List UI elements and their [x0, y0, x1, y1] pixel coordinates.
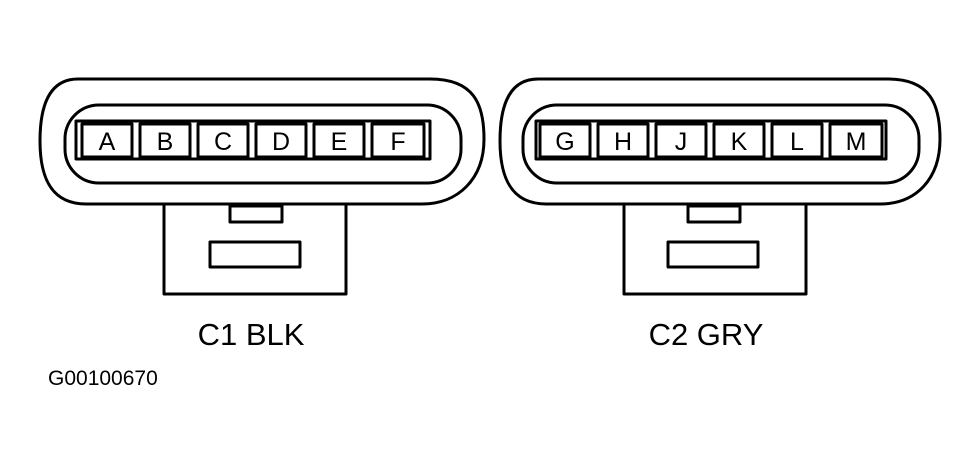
pin-label-f: F	[390, 128, 405, 156]
connector-c2-latch-tab	[686, 204, 742, 224]
pin-cell	[370, 122, 426, 159]
pin-cell	[80, 122, 134, 159]
pin-cell	[254, 122, 308, 159]
connector-c1-latch-housing	[162, 205, 348, 296]
pin-cell	[138, 122, 192, 159]
connector-c2-outer-shell	[498, 77, 942, 206]
pin-cell	[196, 122, 250, 159]
pin-label-e: E	[331, 128, 348, 156]
connector-c2	[498, 77, 942, 296]
connector-c1-outer-shell	[38, 77, 486, 206]
pin-label-j: J	[675, 128, 688, 156]
pin-cell	[712, 122, 766, 159]
connector-c1	[38, 77, 486, 296]
pin-label-l: L	[790, 128, 804, 156]
connector-c1-label: C1 BLK	[198, 317, 305, 352]
pin-label-g: G	[555, 128, 574, 156]
connector-c1-inner-rim	[63, 103, 463, 185]
connector-c2-inner-rim	[521, 103, 921, 185]
connector-c1-pin-strip	[74, 119, 432, 161]
pin-label-a: A	[99, 128, 116, 156]
pin-label-d: D	[272, 128, 290, 156]
connector-c1-latch-slot	[208, 240, 302, 269]
connector-c1-latch-tab	[228, 204, 284, 224]
connector-c2-latch-housing	[622, 205, 808, 296]
pin-label-b: B	[157, 128, 174, 156]
pin-cell	[596, 122, 650, 159]
pin-cell	[312, 122, 366, 159]
pin-cell	[654, 122, 708, 159]
figure-id: G00100670	[48, 367, 158, 390]
connector-c2-pin-strip	[534, 119, 888, 161]
pin-label-h: H	[614, 128, 632, 156]
pin-cell	[770, 122, 824, 159]
connector-c2-label: C2 GRY	[649, 317, 764, 352]
pin-label-m: M	[846, 128, 867, 156]
connector-c2-latch-slot	[666, 240, 760, 269]
pin-cell	[828, 122, 884, 159]
pin-label-c: C	[214, 128, 232, 156]
pin-label-k: K	[731, 128, 748, 156]
pin-cell	[538, 122, 592, 159]
